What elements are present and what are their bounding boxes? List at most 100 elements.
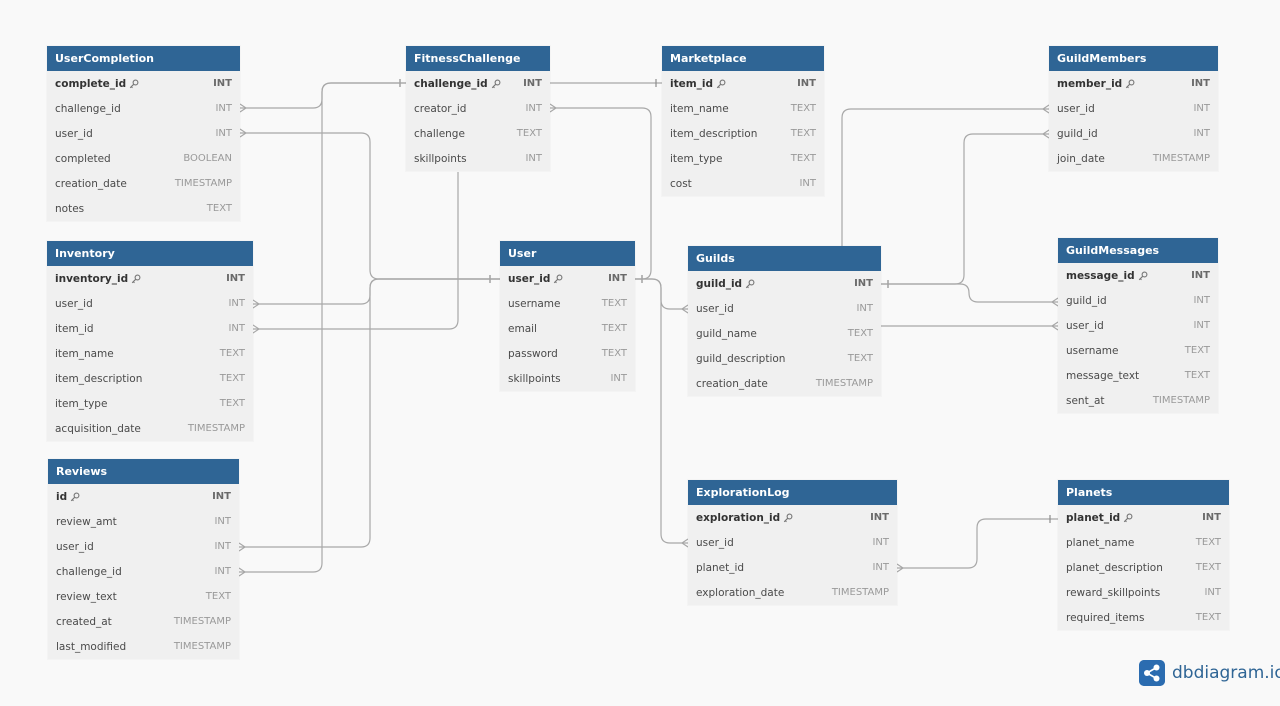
- field-name: notes: [55, 202, 85, 215]
- table-header[interactable]: Inventory: [47, 241, 253, 266]
- field-name-wrap: guild_description: [696, 353, 785, 365]
- table-header[interactable]: User: [500, 241, 635, 266]
- field-type: TEXT: [1195, 612, 1221, 623]
- field-name-wrap: item_id: [670, 78, 726, 90]
- brand-name: dbdiagram.io: [1172, 663, 1280, 683]
- brand-logo[interactable]: dbdiagram.io: [1139, 660, 1280, 686]
- field-type: TEXT: [847, 328, 873, 339]
- field-name-wrap: item_type: [670, 153, 722, 165]
- field-name-wrap: id: [56, 491, 80, 503]
- table-header[interactable]: FitnessChallenge: [406, 46, 550, 71]
- table-header[interactable]: Marketplace: [662, 46, 824, 71]
- field-name-wrap: skillpoints: [414, 153, 467, 165]
- field-name-wrap: join_date: [1057, 153, 1105, 165]
- table-header[interactable]: ExplorationLog: [688, 480, 897, 505]
- edge-inventory-marketplace: [253, 172, 459, 330]
- table-header[interactable]: Reviews: [48, 459, 239, 484]
- field-name: item_name: [55, 347, 114, 360]
- field-type: INT: [215, 128, 232, 139]
- edge-usercompletion-challenge-many-marker: [239, 103, 248, 113]
- table-header[interactable]: Planets: [1058, 480, 1229, 505]
- table-header[interactable]: GuildMembers: [1049, 46, 1218, 71]
- edge-reviews-user: [239, 278, 500, 548]
- field-name-wrap: creation_date: [696, 378, 768, 390]
- table-header[interactable]: Guilds: [688, 246, 881, 271]
- field-type: INT: [610, 373, 627, 384]
- table-header[interactable]: UserCompletion: [47, 46, 240, 71]
- table-header[interactable]: GuildMessages: [1058, 238, 1218, 263]
